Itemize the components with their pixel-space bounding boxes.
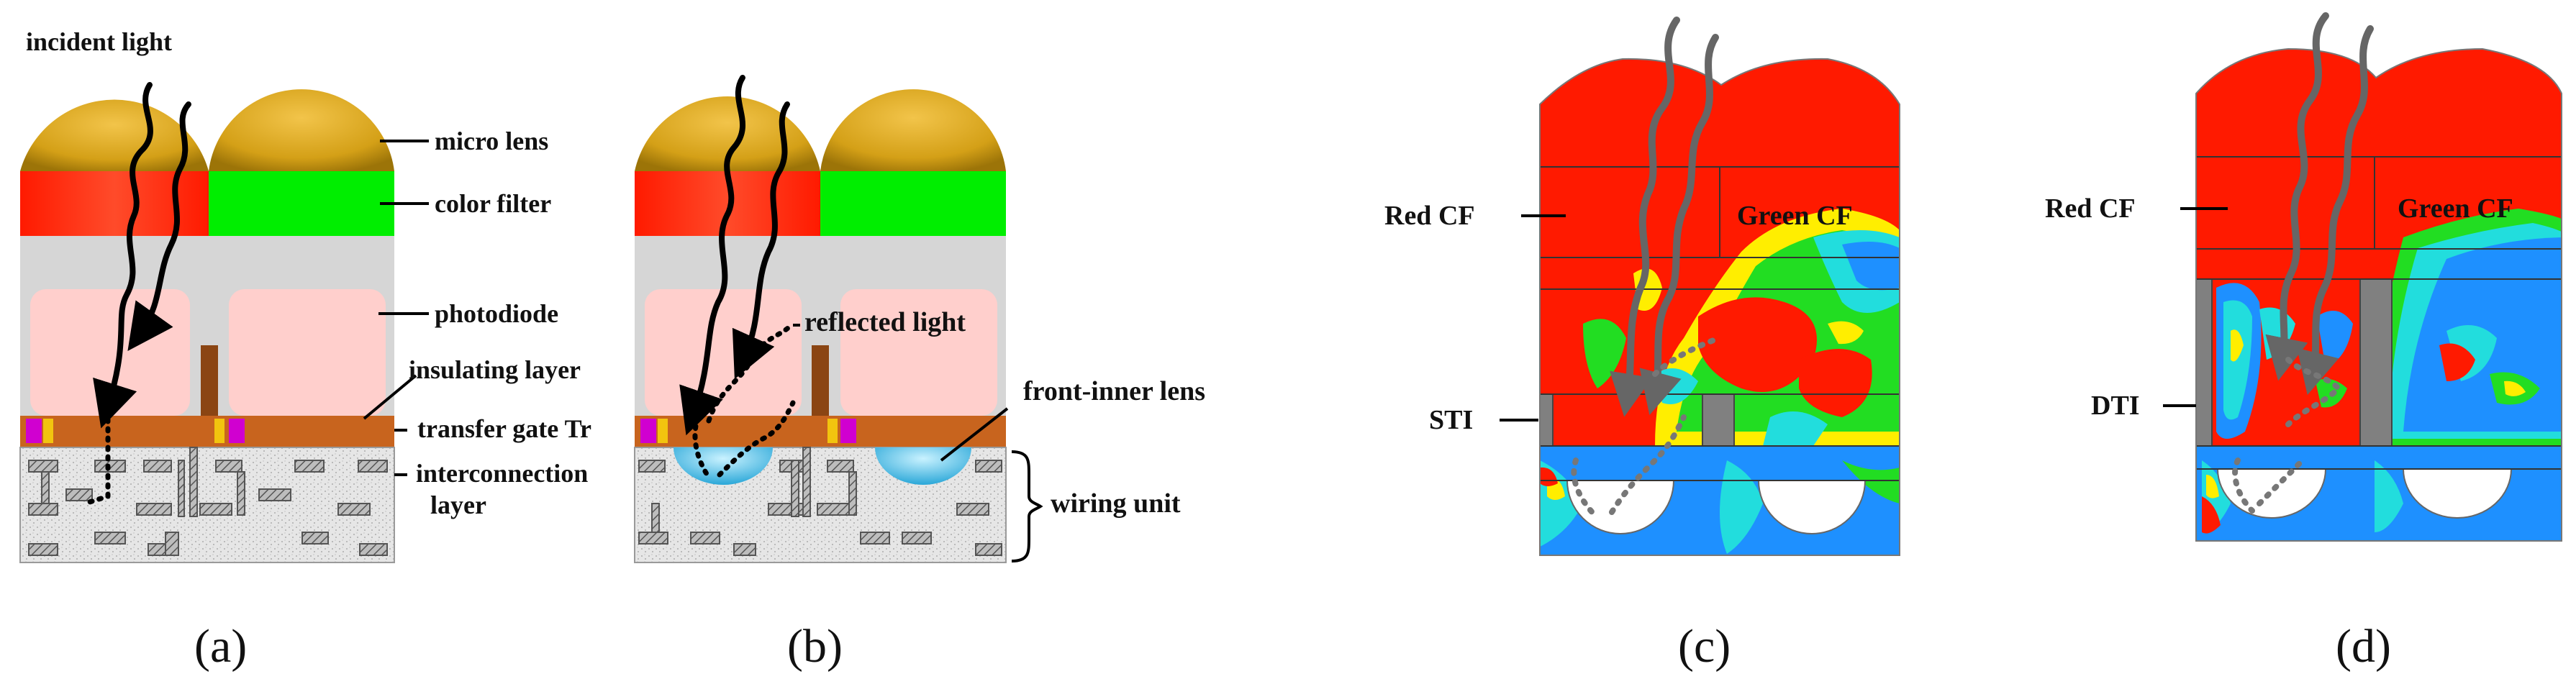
leader-front-inner-lens bbox=[940, 407, 1009, 462]
isolation-pillar bbox=[201, 345, 218, 416]
transfer-gate-layer bbox=[20, 416, 394, 447]
incident-ray-b2 bbox=[732, 101, 790, 380]
gate-magenta-2 bbox=[229, 419, 245, 443]
reflected-dotted-2 bbox=[717, 400, 796, 478]
grey-dotted-c1 bbox=[1571, 457, 1600, 521]
micro-lens-right bbox=[209, 89, 394, 171]
micro-lens-b-left bbox=[635, 96, 820, 171]
green-color-filter-b bbox=[820, 171, 1006, 236]
grey-ray-c2 bbox=[1639, 34, 1719, 416]
caption-b: (b) bbox=[787, 620, 843, 673]
label-red-cf-c: Red CF bbox=[1384, 201, 1475, 231]
label-color-filter: color filter bbox=[435, 189, 551, 218]
caption-a: (a) bbox=[194, 620, 247, 673]
green-color-filter bbox=[209, 171, 394, 236]
panel-c: Red CF Green CF STI (c) bbox=[1384, 17, 1900, 673]
gate-yellow-b2 bbox=[827, 419, 838, 443]
grey-dotted-d1 bbox=[2285, 357, 2343, 427]
gate-yellow-b1 bbox=[658, 419, 668, 443]
panel-b: reflected light front-inner lens wiring … bbox=[634, 75, 1205, 673]
grey-ray-d1 bbox=[2265, 12, 2329, 381]
leader-insulating bbox=[363, 374, 417, 420]
label-sti: STI bbox=[1429, 405, 1473, 435]
simulation-field-c bbox=[1540, 58, 1900, 555]
panel-d: Red CF Green CF DTI (d) bbox=[2045, 12, 2562, 673]
photodiode-b-left bbox=[645, 289, 802, 416]
grey-ray-c1 bbox=[1610, 17, 1680, 417]
label-micro-lens: micro lens bbox=[435, 127, 548, 155]
label-interconnection-layer: layer bbox=[430, 491, 486, 519]
label-interconnection: interconnection bbox=[416, 459, 588, 488]
grey-ray-d2 bbox=[2297, 25, 2374, 396]
reflected-dotted-1 bbox=[706, 322, 794, 424]
label-green-cf-d: Green CF bbox=[2398, 193, 2513, 224]
wiring-blocks-b bbox=[638, 447, 1002, 556]
label-photodiode: photodiode bbox=[435, 299, 558, 328]
label-incident-light: incident light bbox=[26, 27, 172, 56]
grey-dotted-c3 bbox=[1652, 335, 1723, 377]
gate-magenta-b2 bbox=[840, 419, 856, 443]
label-reflected-light: reflected light bbox=[804, 307, 966, 337]
label-insulating-layer: insulating layer bbox=[409, 355, 581, 384]
photodiode-b-right bbox=[840, 289, 997, 416]
caption-d: (d) bbox=[2336, 620, 2391, 673]
gate-magenta-1 bbox=[26, 419, 42, 443]
micro-lens-b-right bbox=[820, 89, 1006, 171]
simulation-field-d bbox=[2196, 49, 2562, 541]
grey-dotted-d3 bbox=[2257, 457, 2305, 506]
incident-ray-2 bbox=[127, 101, 191, 352]
photodiode-right bbox=[229, 289, 386, 416]
panel-a: incident light micro lens color filter p… bbox=[19, 27, 591, 673]
gate-yellow-2 bbox=[214, 419, 225, 443]
grey-dotted-d2 bbox=[2232, 457, 2255, 514]
wiring-unit-brace bbox=[1011, 450, 1043, 562]
reflected-dotted-3 bbox=[692, 414, 711, 479]
transfer-gate-layer-b bbox=[635, 416, 1006, 447]
label-front-inner-lens: front-inner lens bbox=[1023, 376, 1205, 406]
transmitted-dotted bbox=[82, 407, 111, 506]
caption-c: (c) bbox=[1678, 620, 1731, 673]
label-transfer-gate: transfer gate Tr bbox=[417, 414, 591, 443]
gate-magenta-b1 bbox=[640, 419, 656, 443]
label-dti: DTI bbox=[2091, 391, 2140, 421]
red-color-filter bbox=[20, 171, 209, 236]
label-wiring-unit: wiring unit bbox=[1051, 488, 1181, 519]
incident-ray-b1 bbox=[679, 75, 745, 436]
incident-ray-1 bbox=[93, 82, 153, 429]
gate-yellow-1 bbox=[43, 419, 53, 443]
label-red-cf-d: Red CF bbox=[2045, 193, 2136, 224]
micro-lens-left bbox=[20, 99, 209, 171]
label-green-cf-c: Green CF bbox=[1737, 201, 1853, 231]
isolation-pillar-b bbox=[812, 345, 829, 416]
grey-dotted-c2 bbox=[1609, 414, 1687, 515]
